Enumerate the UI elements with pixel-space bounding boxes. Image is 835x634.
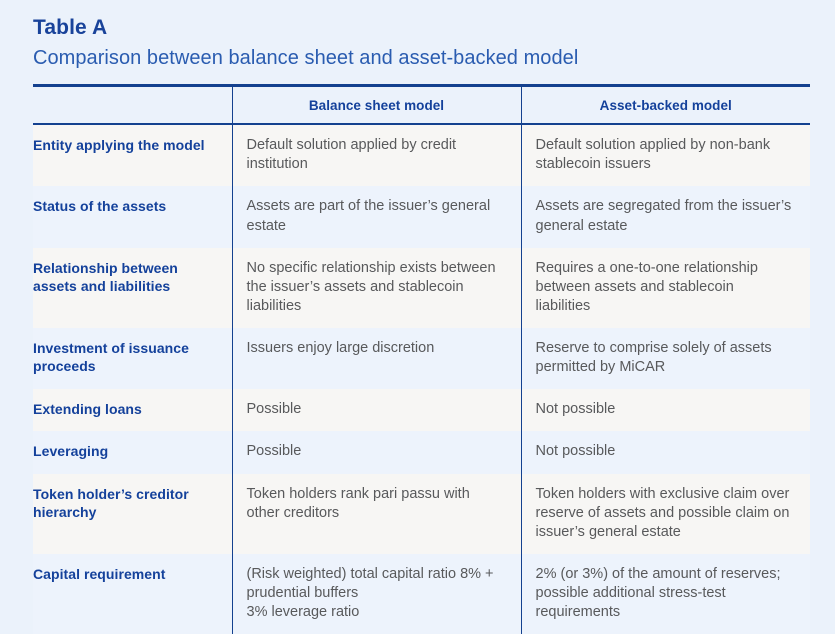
cell-line: 2% (or 3%) of the amount of reserves; po… [535,565,781,621]
cell-line: Possible [246,443,302,460]
cell-line: Possible [246,401,302,418]
row-header-cell: Entity applying the model [33,124,232,187]
balance-sheet-cell: Issuers enjoy large discretion [231,328,521,390]
table-caption: Comparison between balance sheet and ass… [33,47,579,70]
cell-line: Reserve to comprise solely of assets per… [535,340,772,376]
row-header-cell: Extending loans [33,389,232,432]
asset-backed-cell: Not possible [520,389,810,432]
row-header-cell: Investment of issuance proceeds [33,328,232,390]
cell-line: Token holders rank pari passu with other… [246,485,470,521]
cell-line: Assets are segregated from the issuer’s … [535,198,792,234]
table-label: Table A [33,16,108,39]
column-header-asset-backed-model: Asset-backed model [520,87,810,126]
asset-backed-cell: Requires a one-to-one relationship betwe… [520,247,810,329]
asset-backed-cell: Assets are segregated from the issuer’s … [520,186,810,248]
cell-line: Relationship between assets and liabilit… [33,259,178,294]
asset-backed-cell: Not possible [520,431,810,474]
table-body: Entity applying the model Default solutio… [33,124,810,634]
row-header-cell: Relationship between assets and liabilit… [33,247,232,329]
cell-line: Default solution applied by non-bank sta… [535,137,771,173]
row-header-cell: Status of the assets [33,186,232,248]
asset-backed-cell: Default solution applied by non-bank sta… [520,124,810,187]
table-row: Token holder’s creditor hierarchy Token h… [33,473,810,554]
cell-line: Not possible [535,401,616,418]
row-header-cell: Token holder’s creditor hierarchy [33,473,232,554]
cell-line: No specific relationship exists between … [246,259,496,314]
balance-sheet-cell: Possible [231,389,521,432]
cell-line: Entity applying the model [33,137,205,154]
cell-line: Issuers enjoy large discretion [246,340,435,357]
balance-sheet-cell: (Risk weighted) total capital ratio 8% +… [231,553,521,634]
cell-line: Investment of issuance proceeds [33,340,189,375]
cell-line: Status of the assets [33,198,167,215]
figure-header: Table A Comparison between balance sheet… [0,0,835,71]
asset-backed-cell: Reserve to comprise solely of assets per… [520,328,810,390]
table-row: Relationship between assets and liabilit… [33,247,810,329]
table-header-row: Balance sheet model Asset-backed model [33,87,810,126]
column-header-criterion [33,87,232,126]
cell-line: 3% leverage ratio [246,604,360,621]
cell-line: (Risk weighted) total capital ratio 8% +… [246,565,494,602]
row-header-cell: Capital requirement [33,553,232,634]
table-row: Leveraging Possible Not possible [33,431,810,474]
asset-backed-cell: 2% (or 3%) of the amount of reserves; po… [520,553,810,634]
balance-sheet-cell: Assets are part of the issuer’s general … [231,186,521,248]
table-row: Investment of issuance proceeds Issuers e… [33,328,810,390]
balance-sheet-cell: Default solution applied by credit insti… [231,124,521,187]
comparison-table: Balance sheet model Asset-backed model E… [33,87,810,634]
cell-line: Extending loans [33,401,142,418]
row-header-cell: Leveraging [33,431,232,474]
table-row: Extending loans Possible Not possible [33,389,810,432]
cell-line: Assets are part of the issuer’s general … [246,198,491,234]
cell-line: Requires a one-to-one relationship betwe… [535,259,758,314]
table-row: Entity applying the model Default solutio… [33,124,810,187]
header-divider-rule [33,84,810,88]
cell-line: Not possible [535,443,616,460]
cell-line: Token holders with exclusive claim over … [535,485,790,540]
balance-sheet-cell: Possible [231,431,521,474]
cell-line: Token holder’s creditor hierarchy [33,485,189,520]
table-row: Status of the assets Assets are part of t… [33,186,810,248]
asset-backed-cell: Token holders with exclusive claim over … [520,473,810,554]
cell-line: Capital requirement [33,565,166,582]
balance-sheet-cell: Token holders rank pari passu with other… [231,473,521,554]
balance-sheet-cell: No specific relationship exists between … [231,247,521,329]
table-row: Capital requirement (Risk weighted) total… [33,553,810,634]
cell-line: Leveraging [33,443,109,460]
cell-line: Default solution applied by credit insti… [246,137,457,173]
column-header-balance-sheet-model: Balance sheet model [231,87,521,126]
